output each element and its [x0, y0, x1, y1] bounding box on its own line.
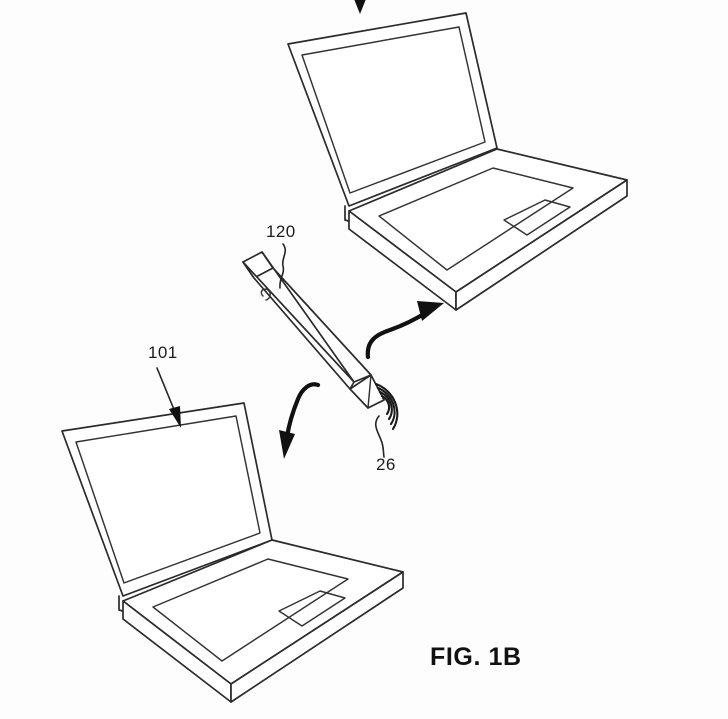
reference-numeral-120: 120	[266, 222, 296, 241]
signal-wave-arc-1	[380, 394, 391, 416]
signal-waves-icon	[374, 382, 399, 431]
lower-laptop-screen	[75, 415, 261, 584]
signal-wave-arc-4	[374, 382, 399, 431]
upper-laptop-keyboard-area	[378, 167, 574, 271]
upper-laptop-base-right-edge	[455, 179, 628, 311]
stylus	[242, 251, 385, 409]
curved-arrow-up-right-icon	[365, 301, 444, 360]
lower-laptop-trackpad	[278, 590, 346, 627]
lower-laptop	[61, 402, 404, 703]
lower-laptop-base-right-edge	[230, 571, 404, 703]
curved-arrow-down-left-icon	[279, 382, 321, 459]
signal-wave-arc-3	[376, 386, 396, 426]
ref-120-leader	[279, 243, 287, 289]
upper-laptop-screen	[301, 26, 486, 194]
ref-101-leader	[156, 367, 181, 428]
figure-caption: FIG. 1B	[430, 643, 522, 671]
stylus-tip-facet	[367, 374, 372, 409]
signal-wave-arc-2	[378, 390, 393, 421]
ref-26-leader	[374, 415, 385, 458]
arrow-down-cropped-icon	[354, 0, 366, 14]
stylus-side-button	[260, 288, 271, 301]
upper-laptop-trackpad	[503, 199, 571, 236]
stylus-tip	[349, 374, 385, 409]
upper-laptop	[287, 12, 628, 311]
reference-numeral-26: 26	[376, 455, 396, 474]
reference-numeral-101: 101	[148, 343, 178, 362]
lower-laptop-keyboard-area	[152, 558, 349, 662]
